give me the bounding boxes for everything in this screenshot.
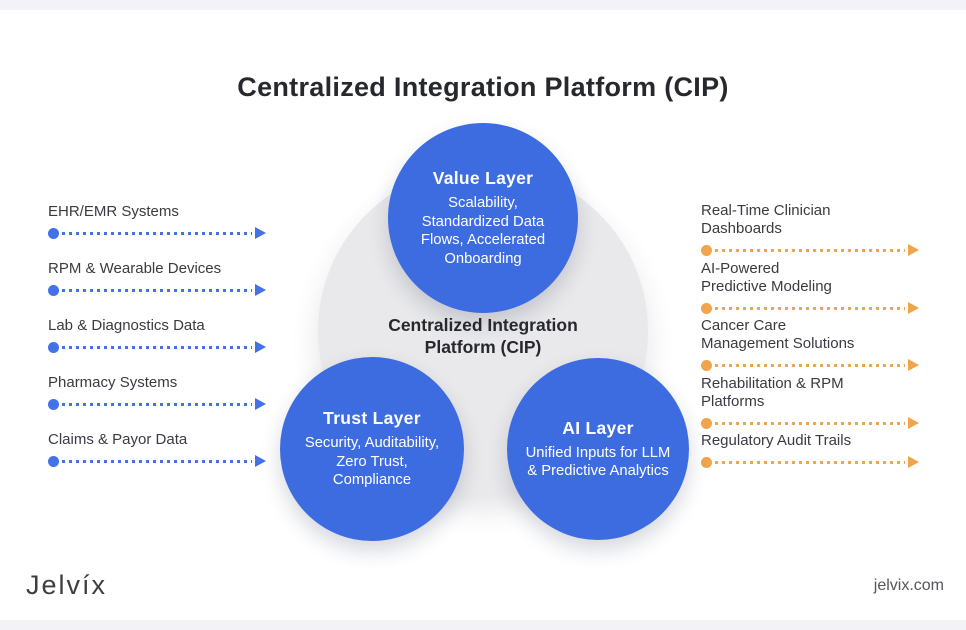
arrow-dotted-line xyxy=(715,248,905,252)
arrow-dotted-line xyxy=(62,459,252,463)
platform-center-label: Centralized Integration Platform (CIP) xyxy=(388,315,578,357)
arrow-dot-icon xyxy=(701,244,712,256)
output-arrow xyxy=(701,456,919,468)
arrow-head-icon xyxy=(255,227,266,239)
arrow-head-icon xyxy=(908,456,919,468)
value-layer-description: Scalability, Standardized Data Flows, Ac… xyxy=(420,195,546,267)
output-label-line1: Real-Time Clinician xyxy=(701,202,831,219)
arrow-head-icon xyxy=(255,398,266,410)
ai-layer-description: Unified Inputs for LLM & Predictive Anal… xyxy=(525,444,671,480)
arrow-dot-icon xyxy=(48,398,59,410)
output-arrow xyxy=(701,359,919,371)
output-arrow xyxy=(701,302,919,314)
arrow-dot-icon xyxy=(48,284,59,296)
output-label-line2: Platforms xyxy=(701,393,765,410)
input-label: EHR/EMR Systems xyxy=(48,203,179,220)
arrow-dot-icon xyxy=(701,417,712,429)
website-link[interactable]: jelvix.com xyxy=(873,577,944,594)
arrow-head-icon xyxy=(908,302,919,314)
arrow-head-icon xyxy=(908,244,919,256)
arrow-dotted-line xyxy=(715,306,905,310)
value-layer-circle: Value Layer Scalability, Standardized Da… xyxy=(388,123,578,313)
bottom-strip xyxy=(0,620,966,630)
output-label-line1: AI-Powered xyxy=(701,260,780,277)
arrow-dot-icon xyxy=(701,359,712,371)
arrow-dot-icon xyxy=(48,455,59,467)
trust-layer-title: Trust Layer xyxy=(323,408,421,429)
output-label-line1: Rehabilitation & RPM xyxy=(701,375,844,392)
output-label: AI-Powered Predictive Modeling xyxy=(701,260,919,296)
output-label: Cancer Care Management Solutions xyxy=(701,317,919,353)
output-item-rehab-rpm-platforms: Rehabilitation & RPM Platforms xyxy=(701,375,919,429)
input-item-ehr-emr-systems: EHR/EMR Systems xyxy=(48,203,266,239)
output-item-cancer-care: Cancer Care Management Solutions xyxy=(701,317,919,371)
arrow-dot-icon xyxy=(701,456,712,468)
output-arrow xyxy=(701,417,919,429)
output-item-regulatory-audit: Regulatory Audit Trails xyxy=(701,432,919,468)
output-item-clinician-dashboards: Real-Time Clinician Dashboards xyxy=(701,202,919,256)
input-item-lab-diagnostics: Lab & Diagnostics Data xyxy=(48,317,266,353)
output-label-line2: Predictive Modeling xyxy=(701,278,832,295)
input-arrow xyxy=(48,398,266,410)
page-title: Centralized Integration Platform (CIP) xyxy=(237,72,729,103)
ai-layer-circle: AI Layer Unified Inputs for LLM & Predic… xyxy=(507,358,689,540)
trust-layer-description: Security, Auditability, Zero Trust, Comp… xyxy=(304,435,440,489)
input-arrow xyxy=(48,227,266,239)
output-label-line1: Cancer Care xyxy=(701,317,787,334)
input-label: Pharmacy Systems xyxy=(48,374,178,391)
jelvix-logo: Jelvíx xyxy=(26,570,108,600)
input-label: RPM & Wearable Devices xyxy=(48,260,222,277)
arrow-dot-icon xyxy=(48,227,59,239)
arrow-head-icon xyxy=(255,455,266,467)
input-arrow xyxy=(48,455,266,467)
arrow-dotted-line xyxy=(62,345,252,349)
arrow-dot-icon xyxy=(48,341,59,353)
output-label-line2: Management Solutions xyxy=(701,335,855,352)
arrow-dotted-line xyxy=(715,363,905,367)
arrow-dotted-line xyxy=(62,402,252,406)
arrow-dotted-line xyxy=(62,288,252,292)
arrow-dotted-line xyxy=(715,421,905,425)
arrow-head-icon xyxy=(255,341,266,353)
output-arrow xyxy=(701,244,919,256)
arrow-head-icon xyxy=(908,417,919,429)
input-label: Lab & Diagnostics Data xyxy=(48,317,205,334)
output-label: Real-Time Clinician Dashboards xyxy=(701,202,919,238)
input-label: Claims & Payor Data xyxy=(48,431,188,448)
arrow-dot-icon xyxy=(701,302,712,314)
value-layer-title: Value Layer xyxy=(432,168,534,188)
ai-layer-title: AI Layer xyxy=(562,417,634,438)
output-label: Regulatory Audit Trails xyxy=(701,432,919,450)
arrow-dotted-line xyxy=(62,231,252,235)
output-label: Rehabilitation & RPM Platforms xyxy=(701,375,919,411)
input-arrow xyxy=(48,341,266,353)
input-item-rpm-wearables: RPM & Wearable Devices xyxy=(48,260,266,296)
input-arrow xyxy=(48,284,266,296)
arrow-dotted-line xyxy=(715,460,905,464)
arrow-head-icon xyxy=(908,359,919,371)
input-item-claims-payor: Claims & Payor Data xyxy=(48,431,266,467)
trust-layer-circle: Trust Layer Security, Auditability, Zero… xyxy=(280,357,464,541)
output-label-line1: Regulatory Audit Trails xyxy=(701,432,852,449)
output-label-line2: Dashboards xyxy=(701,220,782,237)
top-strip xyxy=(0,0,966,10)
input-item-pharmacy-systems: Pharmacy Systems xyxy=(48,374,266,410)
output-item-predictive-modeling: AI-Powered Predictive Modeling xyxy=(701,260,919,314)
arrow-head-icon xyxy=(255,284,266,296)
